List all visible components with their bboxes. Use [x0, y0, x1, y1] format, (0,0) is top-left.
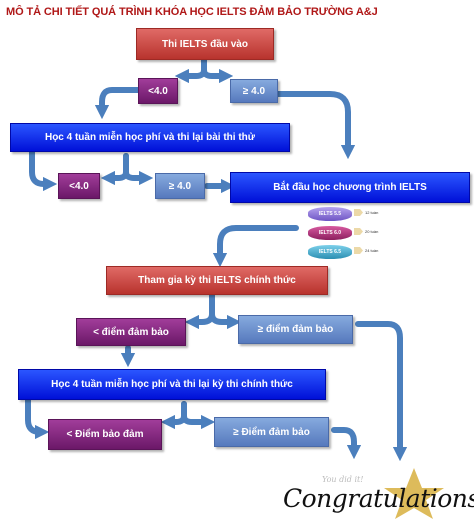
- lt4-box-1: <4.0: [138, 78, 178, 104]
- arrow-meet-to-congrats: [355, 321, 408, 462]
- chevron-right-icon: [354, 209, 363, 216]
- fork-arrow-1-right: [201, 57, 234, 84]
- below-guarantee-box: < điểm đảm bảo: [76, 318, 186, 346]
- arrow-ge4-to-program: [275, 91, 356, 160]
- start-program-box: Bắt đầu học chương trình IELTS: [230, 172, 470, 203]
- study-4-weeks-official-box: Học 4 tuần miễn học phí và thi lại kỳ th…: [18, 369, 326, 400]
- entry-test-box: Thi IELTS đầu vào: [136, 28, 274, 60]
- arrow-study-to-lt4: [29, 149, 58, 192]
- meet-guarantee-box: ≥ điểm đảm bảo: [238, 315, 353, 344]
- chevron-right-icon: [354, 228, 363, 235]
- below-guarantee-final-box: < Điểm bảo đảm: [48, 419, 162, 450]
- level-pill-6-5: IELTS 6.5: [308, 245, 352, 259]
- arrow-lt4-to-study: [94, 87, 141, 120]
- fork-arrow-1-left: [174, 57, 207, 84]
- chevron-right-icon: [354, 247, 363, 254]
- ge4-box-2: ≥ 4.0: [155, 173, 205, 199]
- lt4-box-2: <4.0: [58, 173, 100, 199]
- level-note-5-5: 12 tuần: [365, 210, 379, 215]
- level-duration-5-5: 12 tuần: [354, 209, 378, 216]
- arrow-program-to-official: [212, 225, 299, 268]
- study-4-weeks-mock-box: Học 4 tuần miễn học phí và thi lại bài t…: [10, 123, 290, 152]
- arrow-study2-to-below: [25, 397, 50, 440]
- level-pill-6-0: IELTS 6.0: [308, 226, 352, 240]
- ge4-box-1: ≥ 4.0: [230, 79, 278, 103]
- official-test-box: Tham gia kỳ thi IELTS chính thức: [106, 266, 328, 295]
- level-duration-6-5: 24 tuần: [354, 247, 378, 254]
- level-pill-5-5: IELTS 5.5: [308, 207, 352, 221]
- level-duration-6-0: 20 tuần: [354, 228, 378, 235]
- fork-arrow-2-right: [123, 153, 154, 186]
- level-note-6-5: 24 tuần: [365, 248, 379, 253]
- meet-guarantee-final-box: ≥ Điểm đảm bảo: [214, 417, 329, 447]
- page-title: MÔ TẢ CHI TIẾT QUÁ TRÌNH KHÓA HỌC IELTS …: [6, 6, 378, 18]
- level-note-6-0: 20 tuần: [365, 229, 379, 234]
- arrow-final-to-congrats: [331, 427, 362, 460]
- star-icon: [384, 468, 444, 519]
- fork-arrow-3-right: [209, 293, 242, 330]
- fork-arrow-4-right: [181, 401, 216, 430]
- congrats-small-text: You did it!: [322, 475, 364, 484]
- congrats-big-text: Congratulations: [283, 484, 474, 513]
